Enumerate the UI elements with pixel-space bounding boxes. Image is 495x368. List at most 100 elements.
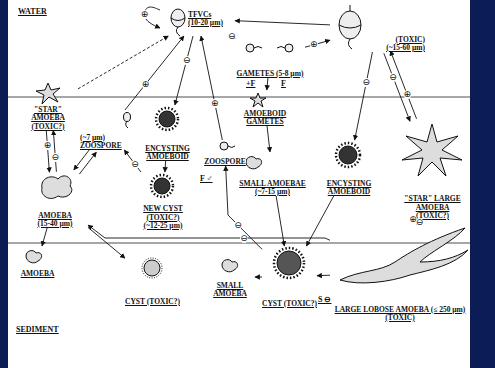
organism-stage: AMOEBOID GAMETES [232, 90, 298, 126]
flagellum [171, 18, 185, 36]
transition-arrow [79, 152, 96, 174]
transition-arrow [267, 78, 268, 90]
organism-stage: CYST (TOXIC?) [262, 246, 317, 308]
panel [8, 0, 470, 368]
organism-stage: LARGE LOBOSE AMOEBA (≤ 250 µm)(TOXIC) [330, 222, 470, 322]
zoospore-cell [220, 142, 228, 150]
transition-arrow [235, 21, 330, 25]
flagellum [339, 5, 361, 49]
effect-sign: ⊕ [211, 99, 219, 108]
stage-label: "STAR" AMOEBA (TOXIC?) [18, 106, 78, 131]
stage-label: AMOEBA [38, 212, 72, 220]
flagellate-note: F ♂ [200, 175, 213, 184]
transition-arrow [390, 51, 416, 119]
stage-label: SMALL AMOEBA [205, 282, 255, 299]
flagellum [228, 146, 235, 148]
stage-label: NEW CYST (TOXIC?) [128, 205, 198, 222]
transition-arrow [175, 36, 193, 105]
transition-arrow [88, 227, 125, 258]
organism-stage: ENCYSTING AMOEBOID [318, 140, 380, 196]
stage-label: "STAR" LARGE AMOEBA [395, 195, 470, 212]
stage-label: CYST (TOXIC?) [262, 300, 317, 308]
encysting-cell [159, 111, 175, 127]
cyst-spines [151, 175, 173, 197]
stage-label: AMOEBOID GAMETES [232, 110, 298, 127]
organism-stage: SMALL AMOEBA [205, 256, 255, 298]
effect-sign: ⊖ [183, 56, 191, 65]
star-amoeba [36, 83, 60, 104]
effect-sign: ⊖ [131, 160, 139, 169]
effect-sign: ⊖ [416, 218, 424, 227]
stage-label: ENCYSTING AMOEBOID [318, 180, 380, 197]
stage-label: (15-40 µm) [38, 220, 73, 228]
effect-sign: ⊖ [234, 221, 242, 230]
stimulus-note: S ⊖ [318, 296, 331, 305]
stage-label: CYST (TOXIC?) [125, 298, 180, 306]
transition-arrow [226, 166, 262, 249]
organism-stage: "STAR" LARGE AMOEBA(TOXIC?) [395, 120, 470, 220]
stage-label: TFVCs [188, 11, 211, 19]
organism-stage: ZOOSPORE [200, 140, 250, 166]
transition-arrow [355, 52, 373, 140]
flagellum [254, 47, 285, 49]
transition-arrow [46, 131, 49, 172]
stage-label: (~15-60 µm) [386, 44, 425, 52]
transition-arrow [276, 196, 284, 246]
zone-label: SEDIMENT [16, 326, 59, 335]
stage-label: (TOXIC) [396, 36, 425, 44]
stage-label: SMALL AMOEBAE [239, 180, 305, 188]
organism-stage: ENCYSTING AMOEBOID [140, 105, 195, 161]
toxic-cell [339, 11, 361, 39]
transition-arrow [42, 228, 47, 246]
encysting-cell [339, 146, 357, 164]
stage-label: GAMETES (5-8 µm) [237, 70, 304, 78]
organism-stage: (~7 µm)ZOOSPORE [80, 110, 138, 150]
cyst [277, 251, 301, 275]
stage-label: (~7-15 µm) [255, 188, 290, 196]
stage-label: AMOEBA [21, 270, 55, 278]
gamete-cell [285, 44, 293, 52]
stage-label: (10-20 µm) [188, 19, 223, 27]
cyst-spines [274, 248, 304, 278]
organism-stage: GAMETES (5-8 µm) [235, 36, 305, 78]
organism-stage: TFVCs(10-20 µm) [160, 2, 235, 36]
encysting-spines [156, 108, 178, 130]
effect-sign: ⊖ [52, 153, 60, 162]
sediment-amoeba [26, 251, 42, 263]
transition-arrow [78, 36, 168, 89]
connectors [42, 7, 420, 277]
small-amoeba-cell [246, 157, 262, 169]
transition-arrow [306, 196, 333, 246]
transition-arrow [125, 36, 184, 110]
stage-label: (~12-25 µm) [144, 222, 183, 230]
organism-stage: AMOEBA [15, 246, 60, 278]
star-large-amoeba [402, 124, 462, 176]
transition-arrow [267, 126, 270, 152]
effect-sign: ⊕ [142, 80, 150, 89]
amoeboid-gamete [250, 93, 266, 107]
organism-stage: SMALL AMOEBAE(~7-15 µm) [235, 152, 310, 196]
organism-stage: (TOXIC)(~15-60 µm) [330, 2, 425, 52]
organism-stage: NEW CYST (TOXIC?)(~12-25 µm) [128, 172, 198, 230]
transition-arrow [317, 275, 330, 277]
organism-stage: AMOEBA(15-40 µm) [22, 172, 88, 228]
transition-arrow [201, 36, 222, 140]
effect-sign: ⊕ [141, 10, 149, 19]
effect-sign: ⊕ [44, 141, 52, 150]
transition-arrow [384, 53, 410, 121]
cyst [144, 260, 160, 276]
flagellate-note: +F [246, 80, 255, 89]
stage-label: (~7 µm) [80, 134, 105, 142]
encysting-spines [336, 143, 360, 167]
transition-arrow [255, 277, 262, 278]
stage-label: ZOOSPORE [80, 142, 122, 150]
organism-icons [26, 5, 468, 283]
gamete-cell [246, 44, 254, 52]
transition-arrow [88, 225, 330, 240]
cyst-wall [142, 258, 162, 278]
organism-stage: "STAR" AMOEBA (TOXIC?) [18, 82, 78, 131]
new-cyst [154, 178, 170, 194]
effect-sign: ⊕ [404, 90, 412, 99]
zone-line [8, 243, 470, 244]
